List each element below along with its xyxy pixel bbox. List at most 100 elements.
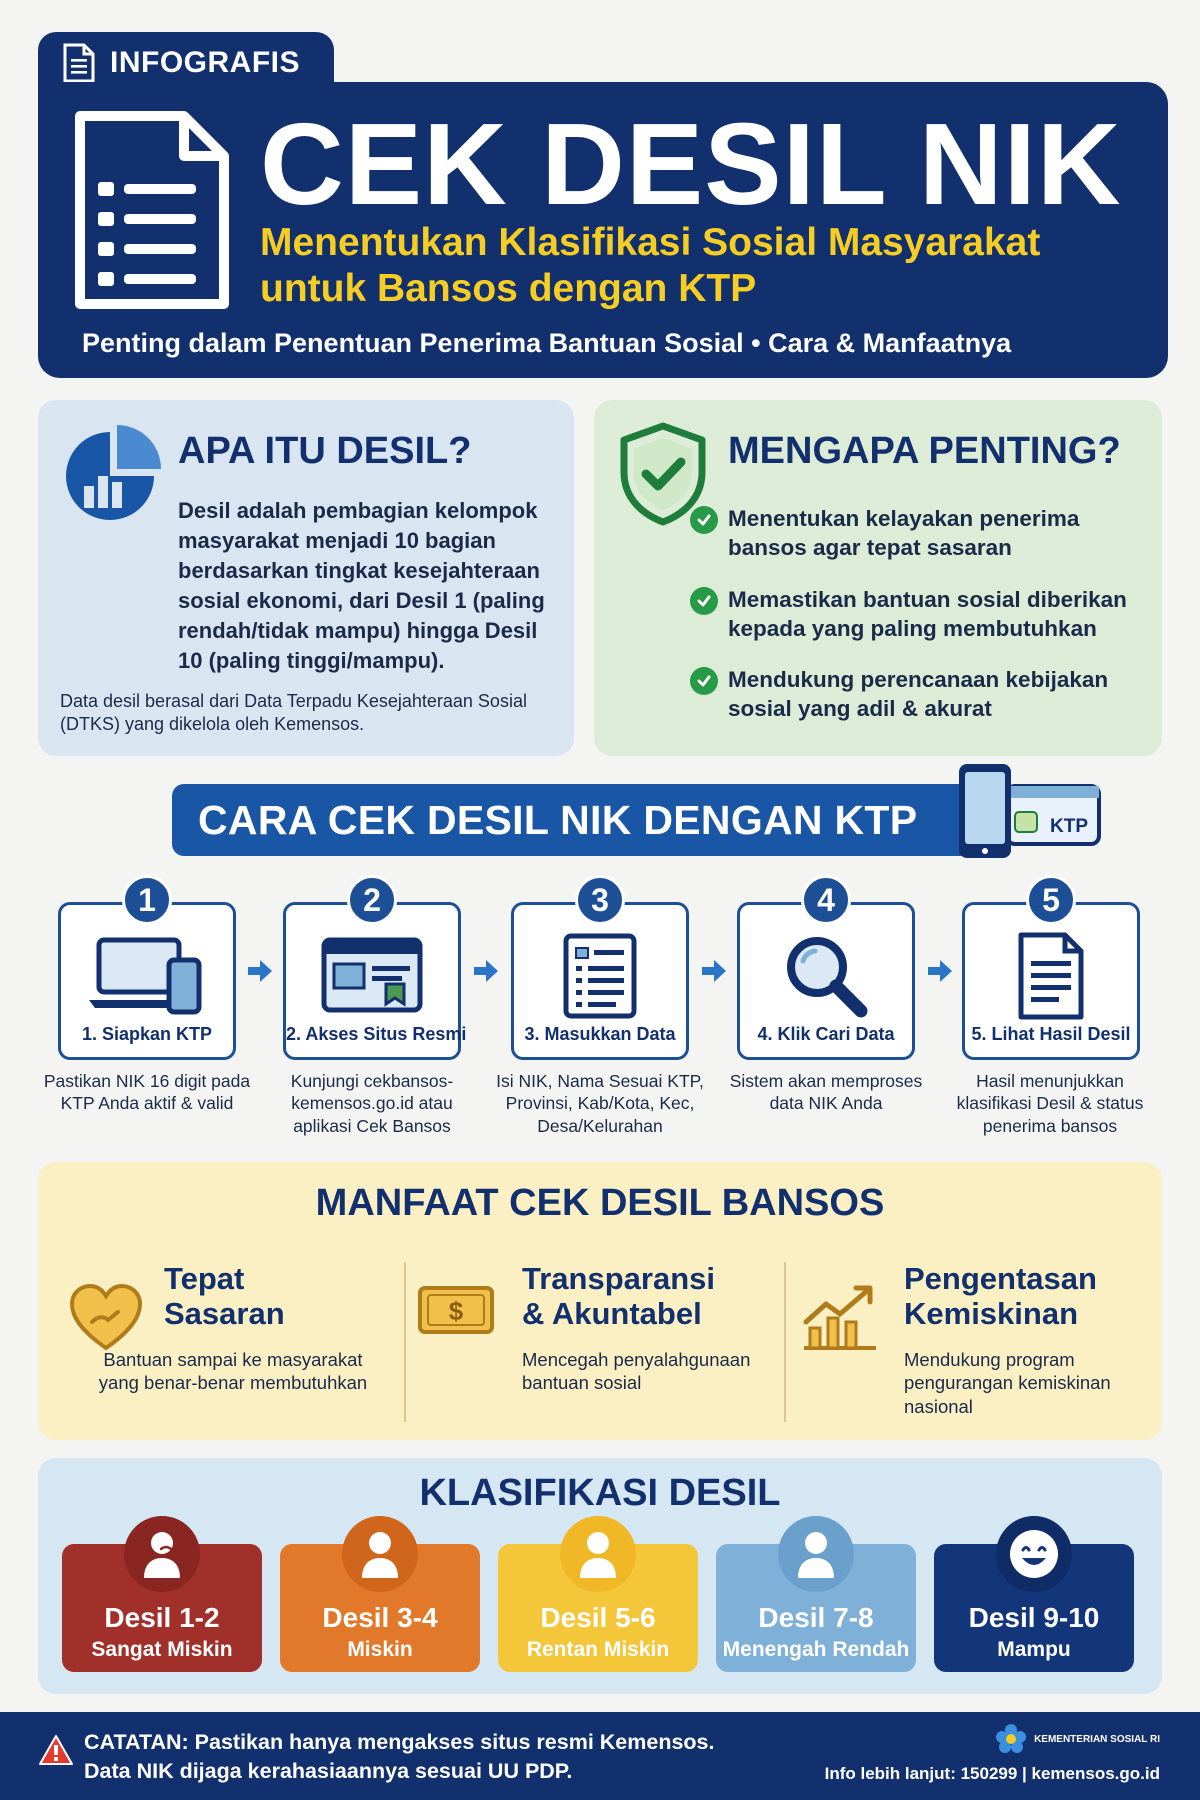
manfaat-title: MANFAAT CEK DESIL BANSOS <box>315 1182 885 1224</box>
desil-name: Desil 9-10 <box>968 1602 1100 1633</box>
desil-name: Desil 7-8 <box>758 1602 874 1633</box>
check-icon <box>690 506 718 534</box>
step-number: 2 <box>347 875 397 925</box>
kemensos-logo: KEMENTERIAN SOSIAL RI <box>994 1722 1160 1756</box>
step-title: 3. Masukkan Data <box>524 1024 676 1044</box>
desil-label: Menengah Rendah <box>722 1638 910 1661</box>
desil-name: Desil 5-6 <box>540 1602 656 1633</box>
manfaat-item: Tepat Sasaran Bantuan sampai ke masyarak… <box>38 1261 398 1422</box>
document-icon <box>63 43 95 83</box>
pie-chart-icon <box>66 425 161 520</box>
mengapa-item-text: Menentukan kelayakan penerima bansos aga… <box>728 506 1080 561</box>
cara-title: CARA CEK DESIL NIK DENGAN KTP <box>198 796 918 843</box>
mengapa-item-text: Mendukung perencanaan kebijakan sosial y… <box>728 667 1109 722</box>
header-banner: CEK DESIL NIK Menentukan Klasifikasi Sos… <box>38 82 1168 378</box>
desil-label: Miskin <box>347 1638 413 1661</box>
arrow-right-icon <box>702 960 726 982</box>
manfaat-item: Pengentasan Kemiskinan Mendukung program… <box>794 1261 1154 1422</box>
manfaat-item-title: Tepat Sasaran <box>164 1261 285 1331</box>
step-card-4: 4 4. Klik Cari Data <box>737 875 915 1060</box>
money-icon: $ <box>418 1286 494 1334</box>
manfaat-title-line-2: & Akuntabel <box>522 1295 702 1331</box>
apa-description: Desil adalah pembagian kelompok masyarak… <box>178 498 545 673</box>
result-document-icon <box>1018 932 1084 1020</box>
mengapa-item-text: Memastikan bantuan sosial diberikan kepa… <box>728 586 1127 641</box>
desil-name: Desil 1-2 <box>104 1602 220 1633</box>
browser-icon <box>321 937 423 1013</box>
badge-label: INFOGRAFIS <box>110 46 300 79</box>
person-icon <box>560 1516 636 1592</box>
heart-hand-icon <box>69 1283 143 1351</box>
manfaat-item: $ Transparansi & Akuntabel Mencegah peny… <box>414 1261 774 1422</box>
step-description: Isi NIK, Nama Sesuai KTP, Provinsi, Kab/… <box>496 1071 704 1136</box>
arrow-right-icon <box>248 960 272 982</box>
desil-label: Rentan Miskin <box>526 1638 670 1661</box>
step-card-1: 1 1. Siapkan KTP <box>58 875 236 1060</box>
divider <box>784 1262 786 1422</box>
person-icon <box>124 1516 200 1592</box>
divider <box>404 1262 406 1422</box>
manfaat-title-line-1: Pengentasan <box>904 1261 1097 1296</box>
smiley-face-icon <box>996 1516 1072 1592</box>
mengapa-title: MENGAPA PENTING? <box>728 430 1121 472</box>
step-description: Pastikan NIK 16 digit pada KTP Anda akti… <box>43 1071 251 1114</box>
laptop-phone-icon <box>89 937 202 1015</box>
desil-label: Mampu <box>997 1638 1071 1661</box>
desil-name: Desil 3-4 <box>322 1602 438 1633</box>
manfaat-panel: MANFAAT CEK DESIL BANSOS Tepat Sasaran B… <box>38 1162 1162 1440</box>
growth-chart-icon <box>803 1285 876 1350</box>
footer-info: Info lebih lanjut: 150299 | kemensos.go.… <box>824 1764 1160 1783</box>
subtitle-line-2: untuk Bansos dengan KTP <box>260 267 757 311</box>
svg-text:$: $ <box>449 1296 464 1326</box>
shield-check-icon <box>620 422 706 526</box>
footer-note-line-2: Data NIK dijaga kerahasiaannya sesuai UU… <box>84 1758 573 1783</box>
step-description: Kunjungi cekbansos-kemensos.go.id atau a… <box>290 1071 454 1136</box>
search-icon <box>787 937 868 1018</box>
warning-icon <box>39 1735 73 1765</box>
step-title: 1. Siapkan KTP <box>81 1024 213 1044</box>
subtitle-line-1: Menentukan Klasifikasi Sosial Masyarakat <box>260 221 1041 264</box>
person-icon <box>342 1516 418 1592</box>
manfaat-title-line-2: Kemiskinan <box>904 1295 1079 1331</box>
arrow-right-icon <box>928 960 952 982</box>
klasifikasi-title: KLASIFIKASI DESIL <box>419 1472 781 1514</box>
step-number: 4 <box>801 875 851 925</box>
manfaat-title-line-1: Tepat <box>164 1261 245 1296</box>
manfaat-item-desc: Mencegah penyalahgunaan bantuan sosial <box>522 1349 751 1394</box>
step-title: 2. Akses Situs Resmi <box>286 1024 467 1044</box>
page-tagline: Penting dalam Penentuan Penerima Bantuan… <box>82 328 1012 358</box>
checklist-document-icon <box>75 111 229 309</box>
footer-note-line-1: CATATAN: Pastikan hanya mengakses situs … <box>84 1730 715 1754</box>
mengapa-item: Memastikan bantuan sosial diberikan kepa… <box>690 585 1150 644</box>
check-icon <box>690 586 718 615</box>
manfaat-title-line-1: Transparansi <box>522 1261 715 1296</box>
manfaat-item-title: Transparansi & Akuntabel <box>522 1261 715 1331</box>
manfaat-item-desc: Mendukung program pengurangan kemiskinan… <box>904 1349 1111 1417</box>
mengapa-item: Mendukung perencanaan kebijakan sosial y… <box>690 665 1150 724</box>
mengapa-penting-panel: MENGAPA PENTING? Menentukan kelayakan pe… <box>594 400 1162 756</box>
apa-itu-desil-panel: APA ITU DESIL? Desil adalah pembagian ke… <box>38 400 574 756</box>
step-description: Hasil menunjukkan klasifikasi Desil & st… <box>956 1071 1144 1136</box>
step-number: 1 <box>122 875 172 925</box>
step-card-5: 5 5. Lihat Hasil Desil <box>962 875 1140 1060</box>
step-card-2: 2 2. Akses Situs Resmi <box>283 875 467 1060</box>
person-icon <box>778 1516 854 1592</box>
step-number: 3 <box>575 875 625 925</box>
apa-footnote: Data desil berasal dari Data Terpadu Kes… <box>60 691 527 735</box>
logo-text: KEMENTERIAN SOSIAL RI <box>1034 1733 1160 1745</box>
step-card-3: 3 3. Masukkan Data <box>511 875 689 1060</box>
step-number: 5 <box>1026 875 1076 925</box>
phone-ktp-icon: KTP <box>959 764 1101 858</box>
check-icon <box>690 667 718 695</box>
form-icon <box>563 933 637 1019</box>
manfaat-item-title: Pengentasan Kemiskinan <box>904 1261 1097 1331</box>
footer-bar: CATATAN: Pastikan hanya mengakses situs … <box>0 1712 1200 1800</box>
mengapa-list: Menentukan kelayakan penerima bansos aga… <box>690 504 1150 746</box>
step-title: 4. Klik Cari Data <box>757 1024 895 1044</box>
cara-banner: CARA CEK DESIL NIK DENGAN KTP <box>172 784 972 856</box>
